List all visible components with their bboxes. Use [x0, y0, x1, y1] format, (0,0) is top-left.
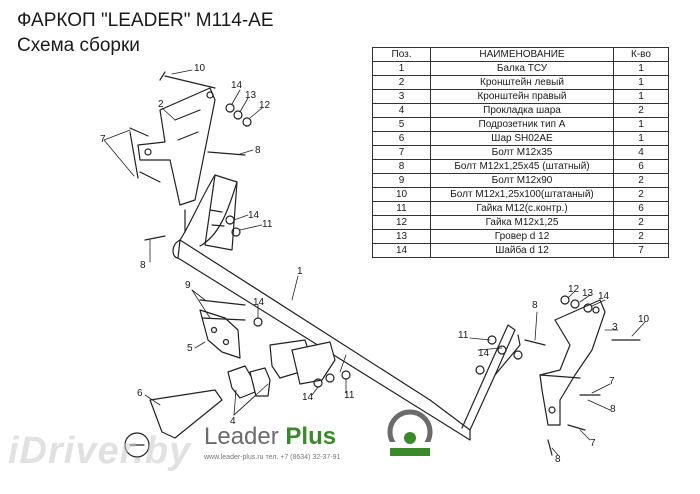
callout-number: 8: [532, 300, 538, 311]
callout-number: 10: [638, 314, 650, 325]
nuts-and-washers: [225, 103, 593, 388]
callout-number: 11: [344, 390, 355, 401]
ball-spacers: [227, 339, 336, 399]
callout-number: 13: [245, 90, 257, 101]
left-bracket: [137, 87, 216, 206]
brand-name-left: Leader: [204, 423, 279, 450]
callout-number: 5: [187, 343, 193, 354]
callout-number: 14: [231, 80, 243, 91]
callout-number: 2: [158, 99, 164, 110]
product-title: ФАРКОП "LEADER" M114-AE: [17, 10, 274, 31]
callout-number: 3: [612, 322, 618, 333]
callout-number: 14: [253, 297, 265, 308]
leader-plus-logo-mark: [384, 409, 436, 456]
callout-number: 14: [598, 291, 610, 302]
bolts: [129, 71, 641, 456]
callout-number: 4: [230, 416, 236, 427]
callout-number: 8: [555, 454, 561, 465]
callout-number: 14: [302, 392, 314, 403]
callout-number: 7: [100, 134, 106, 145]
tow-ball: [124, 389, 223, 458]
callout-labels: 10 14 13 12 2 7 8 14 11 8 1 9 14 5 6 4 1…: [100, 63, 650, 465]
callout-number: 6: [137, 388, 143, 399]
callout-number: 14: [478, 348, 490, 359]
callout-number: 7: [609, 376, 615, 387]
callout-number: 12: [568, 284, 580, 295]
callout-number: 11: [262, 219, 273, 230]
callout-number: 8: [140, 260, 146, 271]
tow-beam: [172, 174, 521, 441]
right-bracket: [539, 299, 606, 426]
callout-number: 9: [185, 280, 191, 291]
cell-qty: 1: [613, 117, 669, 132]
socket-plate: [199, 309, 241, 359]
callout-number: 13: [582, 288, 594, 299]
brand-name: Leader Plus: [204, 423, 336, 451]
callout-number: 14: [248, 210, 260, 221]
callout-number: 11: [458, 330, 469, 341]
leader-lines: [103, 69, 646, 456]
diagram-subtitle: Схема сборки: [17, 35, 140, 56]
callout-number: 7: [590, 438, 596, 449]
callout-number: 10: [194, 63, 206, 74]
callout-number: 1: [297, 266, 303, 277]
callout-number: 8: [610, 404, 616, 415]
cell-qty: 7: [613, 243, 669, 258]
brand-name-right: Plus: [285, 423, 337, 450]
callout-number: 8: [255, 145, 261, 156]
parts-table-header: Поз. НАИМЕНОВАНИЕ К-во: [372, 47, 669, 62]
watermark: iDriver.by: [8, 430, 192, 472]
callout-number: 12: [259, 100, 271, 111]
brand-contact: www.leader-plus.ru тел. +7 (8634) 32-37-…: [204, 454, 341, 461]
